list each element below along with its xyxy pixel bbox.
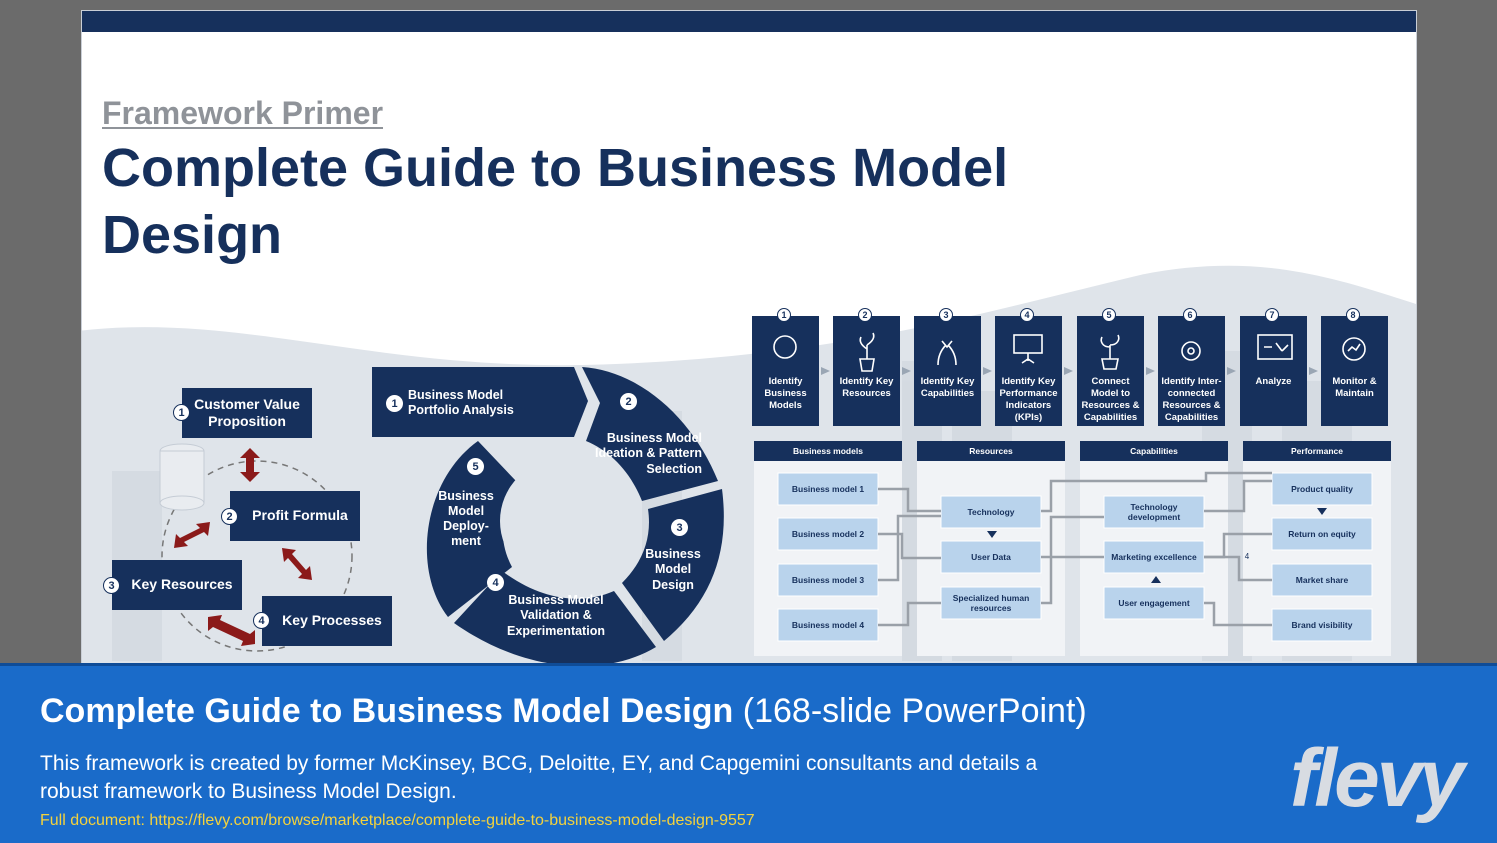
process-icons xyxy=(773,332,1366,372)
slide-kicker: Framework Primer xyxy=(102,95,384,131)
process-step-8-label: Monitor & Maintain xyxy=(1332,376,1377,399)
slide-title: Complete Guide to Business Model Design xyxy=(102,138,1009,265)
process-step-4-label: Identify Key Performance Indicators (KPI… xyxy=(999,376,1058,423)
cell-business-model-4: Business model 4 xyxy=(791,620,865,630)
slide-top-bar xyxy=(82,11,1416,32)
cell-user-engagement: User engagement xyxy=(1118,598,1190,608)
lane-connectors xyxy=(878,471,1272,627)
footer-document-link[interactable]: Full document: https://flevy.com/browse/… xyxy=(40,812,755,829)
process-step-7-label: Analyze xyxy=(1255,376,1292,387)
cell-technology-development: Technology development xyxy=(1127,502,1181,522)
left-cycle-ring xyxy=(161,460,353,652)
footer-title-main: Complete Guide to Business Model Design xyxy=(40,692,734,730)
footer-description: This framework is created by former McKi… xyxy=(40,752,1038,803)
lane-cells xyxy=(777,472,1373,642)
profit-box xyxy=(230,491,360,541)
process-step-2-label: Identify Key Resources xyxy=(839,376,894,399)
cell-brand-visibility: Brand visibility xyxy=(1291,620,1353,630)
footer-title: Complete Guide to Business Model Design … xyxy=(40,692,1087,731)
lane-header-business-models: Business models xyxy=(793,446,863,456)
process-step-1-number: 1 xyxy=(777,308,791,322)
center-step-2-label: Business Model Ideation & Pattern Select… xyxy=(595,431,702,476)
cell-business-model-1: Business model 1 xyxy=(791,484,865,494)
center-step-4-number: 4 xyxy=(487,574,504,591)
cell-specialized-human-resources: Specialized human resources xyxy=(952,593,1030,613)
cvp-label: Customer Value Proposition xyxy=(194,395,300,429)
processes-label: Key Processes xyxy=(282,612,382,629)
footer-title-suffix: (168-slide PowerPoint) xyxy=(742,692,1087,730)
lane-note: 4 xyxy=(1244,552,1250,561)
process-step-6-number: 6 xyxy=(1183,308,1197,322)
center-step-3-label: Business Model Design xyxy=(645,547,701,592)
cycle-segment-5 xyxy=(426,441,516,617)
process-step-5-number: 5 xyxy=(1102,308,1116,322)
cell-market-share: Market share xyxy=(1295,575,1349,585)
process-step-3-number: 3 xyxy=(939,308,953,322)
cell-product-quality: Product quality xyxy=(1291,484,1353,494)
resources-box xyxy=(112,560,242,610)
processes-number: 4 xyxy=(253,612,270,629)
red-double-arrows xyxy=(174,448,312,646)
lane-header-performance: Performance xyxy=(1291,446,1343,456)
process-step-boxes xyxy=(752,316,1388,426)
process-step-5-label: Connect Model to Resources & Capabilitie… xyxy=(1081,376,1140,423)
cycle-segment-3 xyxy=(622,489,724,641)
cell-technology: Technology xyxy=(967,507,1015,517)
center-step-1-label: Business Model Portfolio Analysis xyxy=(408,387,514,417)
cell-business-model-2: Business model 2 xyxy=(791,529,865,539)
plant-icon xyxy=(859,332,875,372)
resources-number: 3 xyxy=(103,577,120,594)
process-step-2-number: 2 xyxy=(858,308,872,322)
process-step-1-label: Identify Business Models xyxy=(764,376,807,411)
profit-label: Profit Formula xyxy=(252,507,348,524)
process-step-7-number: 7 xyxy=(1265,308,1279,322)
growth-plant-icon xyxy=(1100,334,1120,370)
center-step-5-label: Business Model Deploy-ment xyxy=(438,488,494,549)
screen-network-icon xyxy=(1257,334,1293,360)
profit-number: 2 xyxy=(221,508,238,525)
center-step-2-number: 2 xyxy=(620,393,637,410)
gear-dollar-icon xyxy=(773,335,797,359)
process-step-6-label: Identify Inter-connected Resources & Cap… xyxy=(1161,376,1222,423)
cvp-box xyxy=(182,388,312,438)
gears-icon xyxy=(1181,341,1201,361)
slide: Framework Primer Complete Guide to Busin… xyxy=(81,10,1417,665)
lane-header-resources: Resources xyxy=(969,446,1013,456)
center-step-5-number: 5 xyxy=(467,458,484,475)
resources-label: Key Resources xyxy=(131,576,233,593)
cycle-segment-4 xyxy=(454,571,656,664)
cell-business-model-3: Business model 3 xyxy=(791,575,865,585)
cvp-number: 1 xyxy=(173,404,190,421)
cell-marketing-excellence: Marketing excellence xyxy=(1111,552,1197,562)
coin-stack xyxy=(159,443,205,511)
process-step-4-number: 4 xyxy=(1020,308,1034,322)
process-step-3-label: Identify Key Capabilities xyxy=(920,376,975,399)
center-step-1-number: 1 xyxy=(386,395,403,412)
center-cycle xyxy=(372,367,724,664)
lane-header-capabilities: Capabilities xyxy=(1130,446,1178,456)
gear-chart-icon xyxy=(1342,337,1366,361)
hands-icon xyxy=(937,340,957,366)
lane-small-arrows xyxy=(987,508,1327,583)
center-step-4-label: Business Model Validation & Experimentat… xyxy=(507,593,605,638)
center-step-3-number: 3 xyxy=(671,519,688,536)
flevy-logo[interactable]: flevy xyxy=(1290,733,1465,824)
footer-banner: Complete Guide to Business Model Design … xyxy=(0,663,1497,843)
process-step-8-number: 8 xyxy=(1346,308,1360,322)
processes-box xyxy=(262,596,392,646)
cycle-segment-2 xyxy=(582,367,718,501)
cycle-segment-1 xyxy=(372,367,588,437)
process-chevrons xyxy=(821,367,1318,375)
cell-return-on-equity: Return on equity xyxy=(1288,529,1356,539)
cell-user-data: User Data xyxy=(971,552,1011,562)
slide-artwork xyxy=(82,262,1416,664)
